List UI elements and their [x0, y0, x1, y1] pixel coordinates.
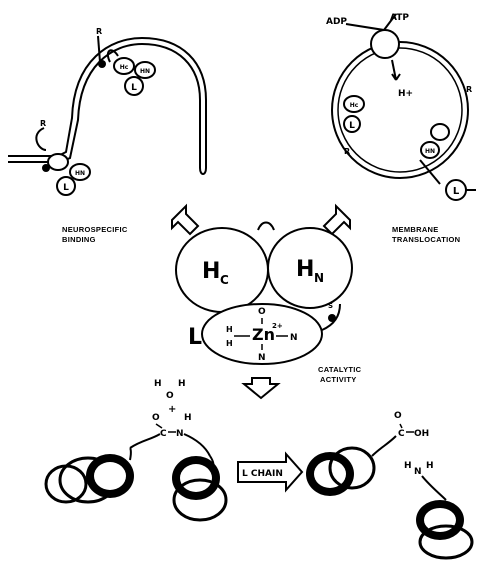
hc-label-main: H — [202, 259, 220, 284]
ligand-h1: H — [226, 325, 233, 334]
hc-label-sub: C — [220, 273, 229, 287]
chain-l-label-left: L — [63, 183, 69, 193]
translocation-caption-1: MEMBRANE — [392, 225, 439, 234]
ligand-n-bottom: N — [258, 353, 266, 363]
water-h1: H — [154, 379, 162, 389]
product-oh: OH — [414, 429, 429, 439]
toxin-domain-structure: S H C H N L Zn 2+ O N N H H CATALYTIC AC… — [172, 206, 362, 398]
arrow-to-binding — [172, 206, 198, 234]
l-chain-arrow-label: L CHAIN — [242, 469, 283, 479]
chain-hn-label-r: HN — [425, 148, 435, 155]
hn-label-sub: N — [314, 271, 324, 285]
water-o: O — [166, 391, 174, 401]
chain-hc-label: Hc — [120, 64, 129, 71]
peptide-h: H — [184, 413, 192, 423]
arrow-to-catalysis — [244, 378, 278, 398]
binding-caption-2: BINDING — [62, 235, 96, 244]
receptor-label-top: R — [96, 27, 102, 36]
chain-hc-label-r: Hc — [350, 102, 359, 109]
chain-l-label-r: L — [349, 121, 355, 131]
disulfide-bridge — [328, 314, 336, 322]
receptor-label-r2: R — [344, 147, 350, 156]
disulfide-label: S — [328, 302, 333, 310]
substrate-helix-left — [46, 448, 134, 502]
proton-label: H+ — [398, 89, 413, 99]
internal-toxin-right: HN R — [344, 124, 449, 158]
catalytic-caption-2: ACTIVITY — [320, 375, 357, 384]
l-chain-arrow: L CHAIN — [238, 454, 302, 490]
hn-label-main: H — [296, 257, 314, 282]
translocation-panel: ADP ATP H+ Hc L R HN R L MEMBRANE TRANSL… — [326, 13, 476, 244]
peptide-n: N — [176, 429, 184, 439]
product-c: C — [398, 429, 405, 439]
zinc-charge: 2+ — [272, 322, 283, 330]
binding-panel: L Hc HN R L HN R NEUROSPECIFIC BINDING — [8, 27, 206, 244]
ligand-o: O — [258, 307, 266, 317]
product-o: O — [394, 411, 402, 421]
chain-hn-label-left: HN — [75, 170, 85, 177]
ligand-h2: H — [226, 339, 233, 348]
membrane-outer — [8, 38, 206, 168]
chain-l-label: L — [131, 83, 137, 93]
atp-label: ATP — [390, 13, 409, 23]
peptide-c: C — [160, 429, 167, 439]
amine-h2: H — [426, 461, 434, 471]
free-l-label: L — [453, 186, 460, 197]
receptor-label-left: R — [40, 119, 46, 128]
hc-domain — [176, 228, 268, 312]
product-helix-left: O C OH — [306, 411, 429, 496]
l-label: L — [188, 325, 202, 350]
amine-n: N — [414, 467, 422, 477]
chain-hn-label: HN — [140, 68, 150, 75]
amine-h1: H — [404, 461, 412, 471]
translocation-caption-2: TRANSLOCATION — [392, 235, 460, 244]
catalytic-caption-1: CATALYTIC — [318, 365, 362, 374]
proton-pump — [371, 30, 399, 58]
cleavage-reaction: H O H + O C N H L CHAIN — [46, 379, 472, 558]
adp-label: ADP — [326, 17, 347, 27]
peptide-o: O — [152, 413, 160, 423]
product-helix-right: H N H — [404, 461, 472, 558]
substrate-helix-right — [172, 456, 226, 520]
arrow-to-translocation — [324, 206, 350, 234]
ligand-n-right: N — [290, 333, 298, 343]
binding-caption-1: NEUROSPECIFIC — [62, 225, 128, 234]
receptor-label-r1: R — [466, 85, 472, 94]
water-h2: H — [178, 379, 186, 389]
plus-sign: + — [168, 404, 176, 415]
